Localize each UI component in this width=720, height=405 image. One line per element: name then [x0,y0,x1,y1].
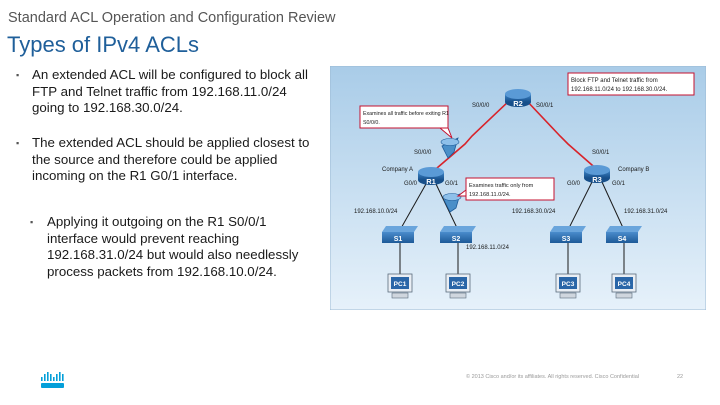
pc-1: PC1 [387,273,413,299]
callout-examine-g01-line2: 192.168.11.0/24. [469,192,511,198]
callout-block-line1: Block FTP and Telnet traffic from [571,78,658,84]
switch-label-s4: S4 [618,236,627,243]
pc-3: PC3 [555,273,581,299]
link-r1-s2 [435,183,459,231]
label-net-30: 192.168.30.0/24 [512,209,556,215]
switch-s1: S1 [382,226,418,243]
pc-4: PC4 [611,273,637,299]
pc-label-1: PC1 [394,281,407,288]
callout-block-traffic: Block FTP and Telnet traffic from 192.16… [567,72,695,96]
label-company-b: Company B [618,167,649,173]
pc-label-4: PC4 [618,281,631,288]
callout-block-line2: 192.168.11.0/24 to 192.168.30.0/24. [571,87,668,93]
label-r1-g00: G0/0 [404,181,418,187]
bullet-text: The extended ACL should be applied close… [32,135,310,183]
label-net-10: 192.168.10.0/24 [354,209,398,215]
label-r1-g01: G0/1 [445,181,459,187]
callout-examine-s000-line2: S0/0/0. [363,120,380,126]
link-r3-s4 [601,181,625,231]
switch-s3: S3 [550,226,586,243]
label-r2-s000: S0/0/0 [472,103,490,109]
router-r2: R2 [505,89,531,108]
pc-2: PC2 [445,273,471,299]
acl-filter-icon [440,137,460,159]
switch-label-s3: S3 [562,236,571,243]
callout-examine-s000-line1: Examines all traffic before exiting R1 [363,111,449,117]
cisco-logo-icon [41,372,64,388]
label-net-11: 192.168.11.0/24 [466,245,510,251]
page-number: 22 [677,374,684,380]
slide-subtitle: Standard ACL Operation and Configuration… [8,10,336,26]
slide-title: Types of IPv4 ACLs [7,32,199,57]
acl-filter-icon [442,193,462,213]
bullet-item: ▪ An extended ACL will be configured to … [16,67,321,117]
bullet-marker: ▪ [16,70,20,80]
callout-examine-s000: Examines all traffic before exiting R1 S… [359,105,453,139]
sub-bullet-text: Applying it outgoing on the R1 S0/0/1 in… [47,214,299,279]
router-r3: R3 [584,165,610,184]
footer-copyright: © 2013 Cisco and/or its affiliates. All … [466,374,640,380]
label-r2-s001: S0/0/1 [536,103,554,109]
bullet-text: An extended ACL will be configured to bl… [32,67,308,115]
switch-s2: S2 [440,226,476,243]
router-label-r1: R1 [426,177,436,186]
serial-link-r1-r2 [429,99,511,175]
label-r3-s001: S0/0/1 [592,150,610,156]
sub-bullet-item: ▪ Applying it outgoing on the R1 S0/0/1 … [30,214,320,280]
label-r1-s000: S0/0/0 [414,150,432,156]
link-r3-s3 [567,181,593,231]
sub-bullet-marker: ▪ [30,217,34,227]
serial-link-r2-r3 [525,99,601,173]
callout-examine-g01-line1: Examines traffic only from [469,183,534,189]
network-topology-diagram: R2 R1 R3 S1 S2 S3 S4 PC1 [330,66,706,310]
switch-label-s1: S1 [394,236,403,243]
label-r3-g00: G0/0 [567,181,581,187]
callout-examine-g01: Examines traffic only from 192.168.11.0/… [456,177,555,201]
label-r3-g01: G0/1 [612,181,626,187]
router-label-r3: R3 [592,175,602,184]
bullet-marker: ▪ [16,138,20,148]
link-r1-s1 [399,183,427,231]
router-r1: R1 [418,167,444,186]
switch-s4: S4 [606,226,642,243]
router-label-r2: R2 [513,99,523,108]
label-net-31: 192.168.31.0/24 [624,209,668,215]
switch-label-s2: S2 [452,236,461,243]
label-company-a: Company A [382,167,413,173]
pc-label-3: PC3 [562,281,575,288]
bullet-item: ▪ The extended ACL should be applied clo… [16,135,321,185]
pc-label-2: PC2 [452,281,465,288]
